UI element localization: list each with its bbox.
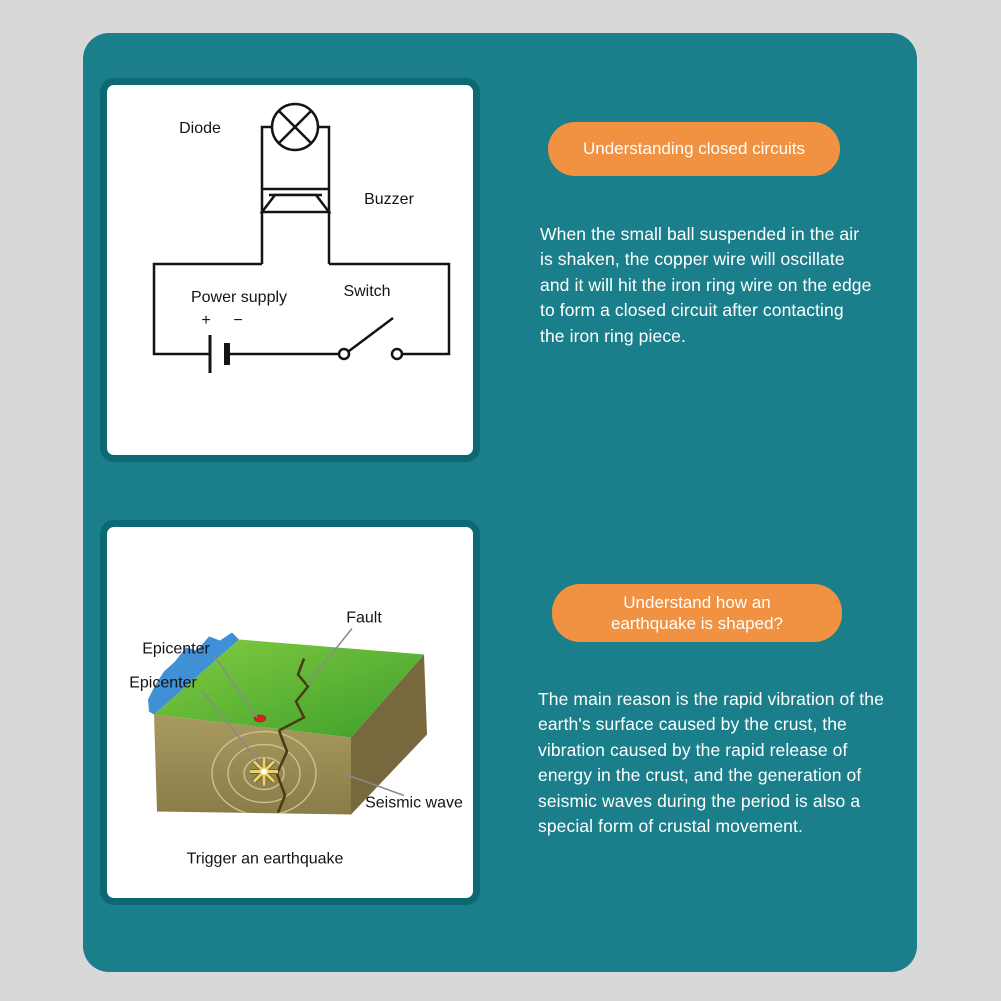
seismic-wave-label: Seismic wave (365, 795, 463, 812)
wire-left-outer (152, 262, 262, 356)
battery-plus-sign: + (201, 312, 210, 329)
circuit-section-badge: Understanding closed circuits (548, 122, 840, 176)
earthquake-section-badge: Understand how an earthquake is shaped? (552, 584, 842, 642)
block-top-face (154, 639, 424, 738)
teal-panel: + − Diode Buzzer Power supply Switch Und… (83, 33, 917, 972)
epicenter-bottom-leader-line (200, 689, 263, 766)
switch-symbol (337, 317, 404, 361)
circuit-badge-label: Understanding closed circuits (582, 139, 806, 159)
battery-symbol (208, 335, 339, 373)
power-supply-label: Power supply (191, 289, 287, 306)
earth-block-illustration (148, 632, 427, 815)
fault-label: Fault (346, 610, 382, 627)
wire-right-inner (318, 125, 331, 264)
buzzer-label: Buzzer (364, 191, 414, 208)
epicenter-top-label: Epicenter (142, 641, 210, 658)
wire-left-inner (260, 125, 272, 264)
earthquake-section-body: The main reason is the rapid vibration o… (538, 688, 884, 837)
seismic-wave-leader-line (342, 772, 405, 797)
circuit-card: + − Diode Buzzer Power supply Switch (100, 78, 480, 462)
water-edge (148, 632, 239, 715)
block-front-face (154, 714, 351, 815)
switch-label: Switch (343, 283, 390, 300)
epicenter-top-leader-line (213, 655, 258, 718)
battery-minus-sign: − (233, 312, 242, 329)
circuit-diagram: + − Diode Buzzer Power supply Switch (152, 102, 451, 373)
fault-line-top (278, 658, 310, 732)
earthquake-diagram: Fault Epicenter Epicenter Seismic wave T… (129, 610, 463, 868)
hypocenter-star (250, 757, 278, 786)
bulb-symbol (270, 102, 320, 152)
earthquake-card: Fault Epicenter Epicenter Seismic wave T… (100, 520, 480, 905)
circuit-section-body: When the small ball suspended in the air… (540, 223, 872, 346)
wire-right-outer (329, 262, 451, 356)
diode-label: Diode (179, 120, 221, 137)
earthquake-caption: Trigger an earthquake (187, 851, 344, 868)
fault-leader-line (306, 628, 353, 685)
buzzer-symbol (259, 187, 332, 214)
earthquake-badge-label: Understand how an earthquake is shaped? (610, 592, 784, 633)
epicenter-bottom-label: Epicenter (129, 675, 197, 692)
block-right-face (351, 654, 427, 815)
